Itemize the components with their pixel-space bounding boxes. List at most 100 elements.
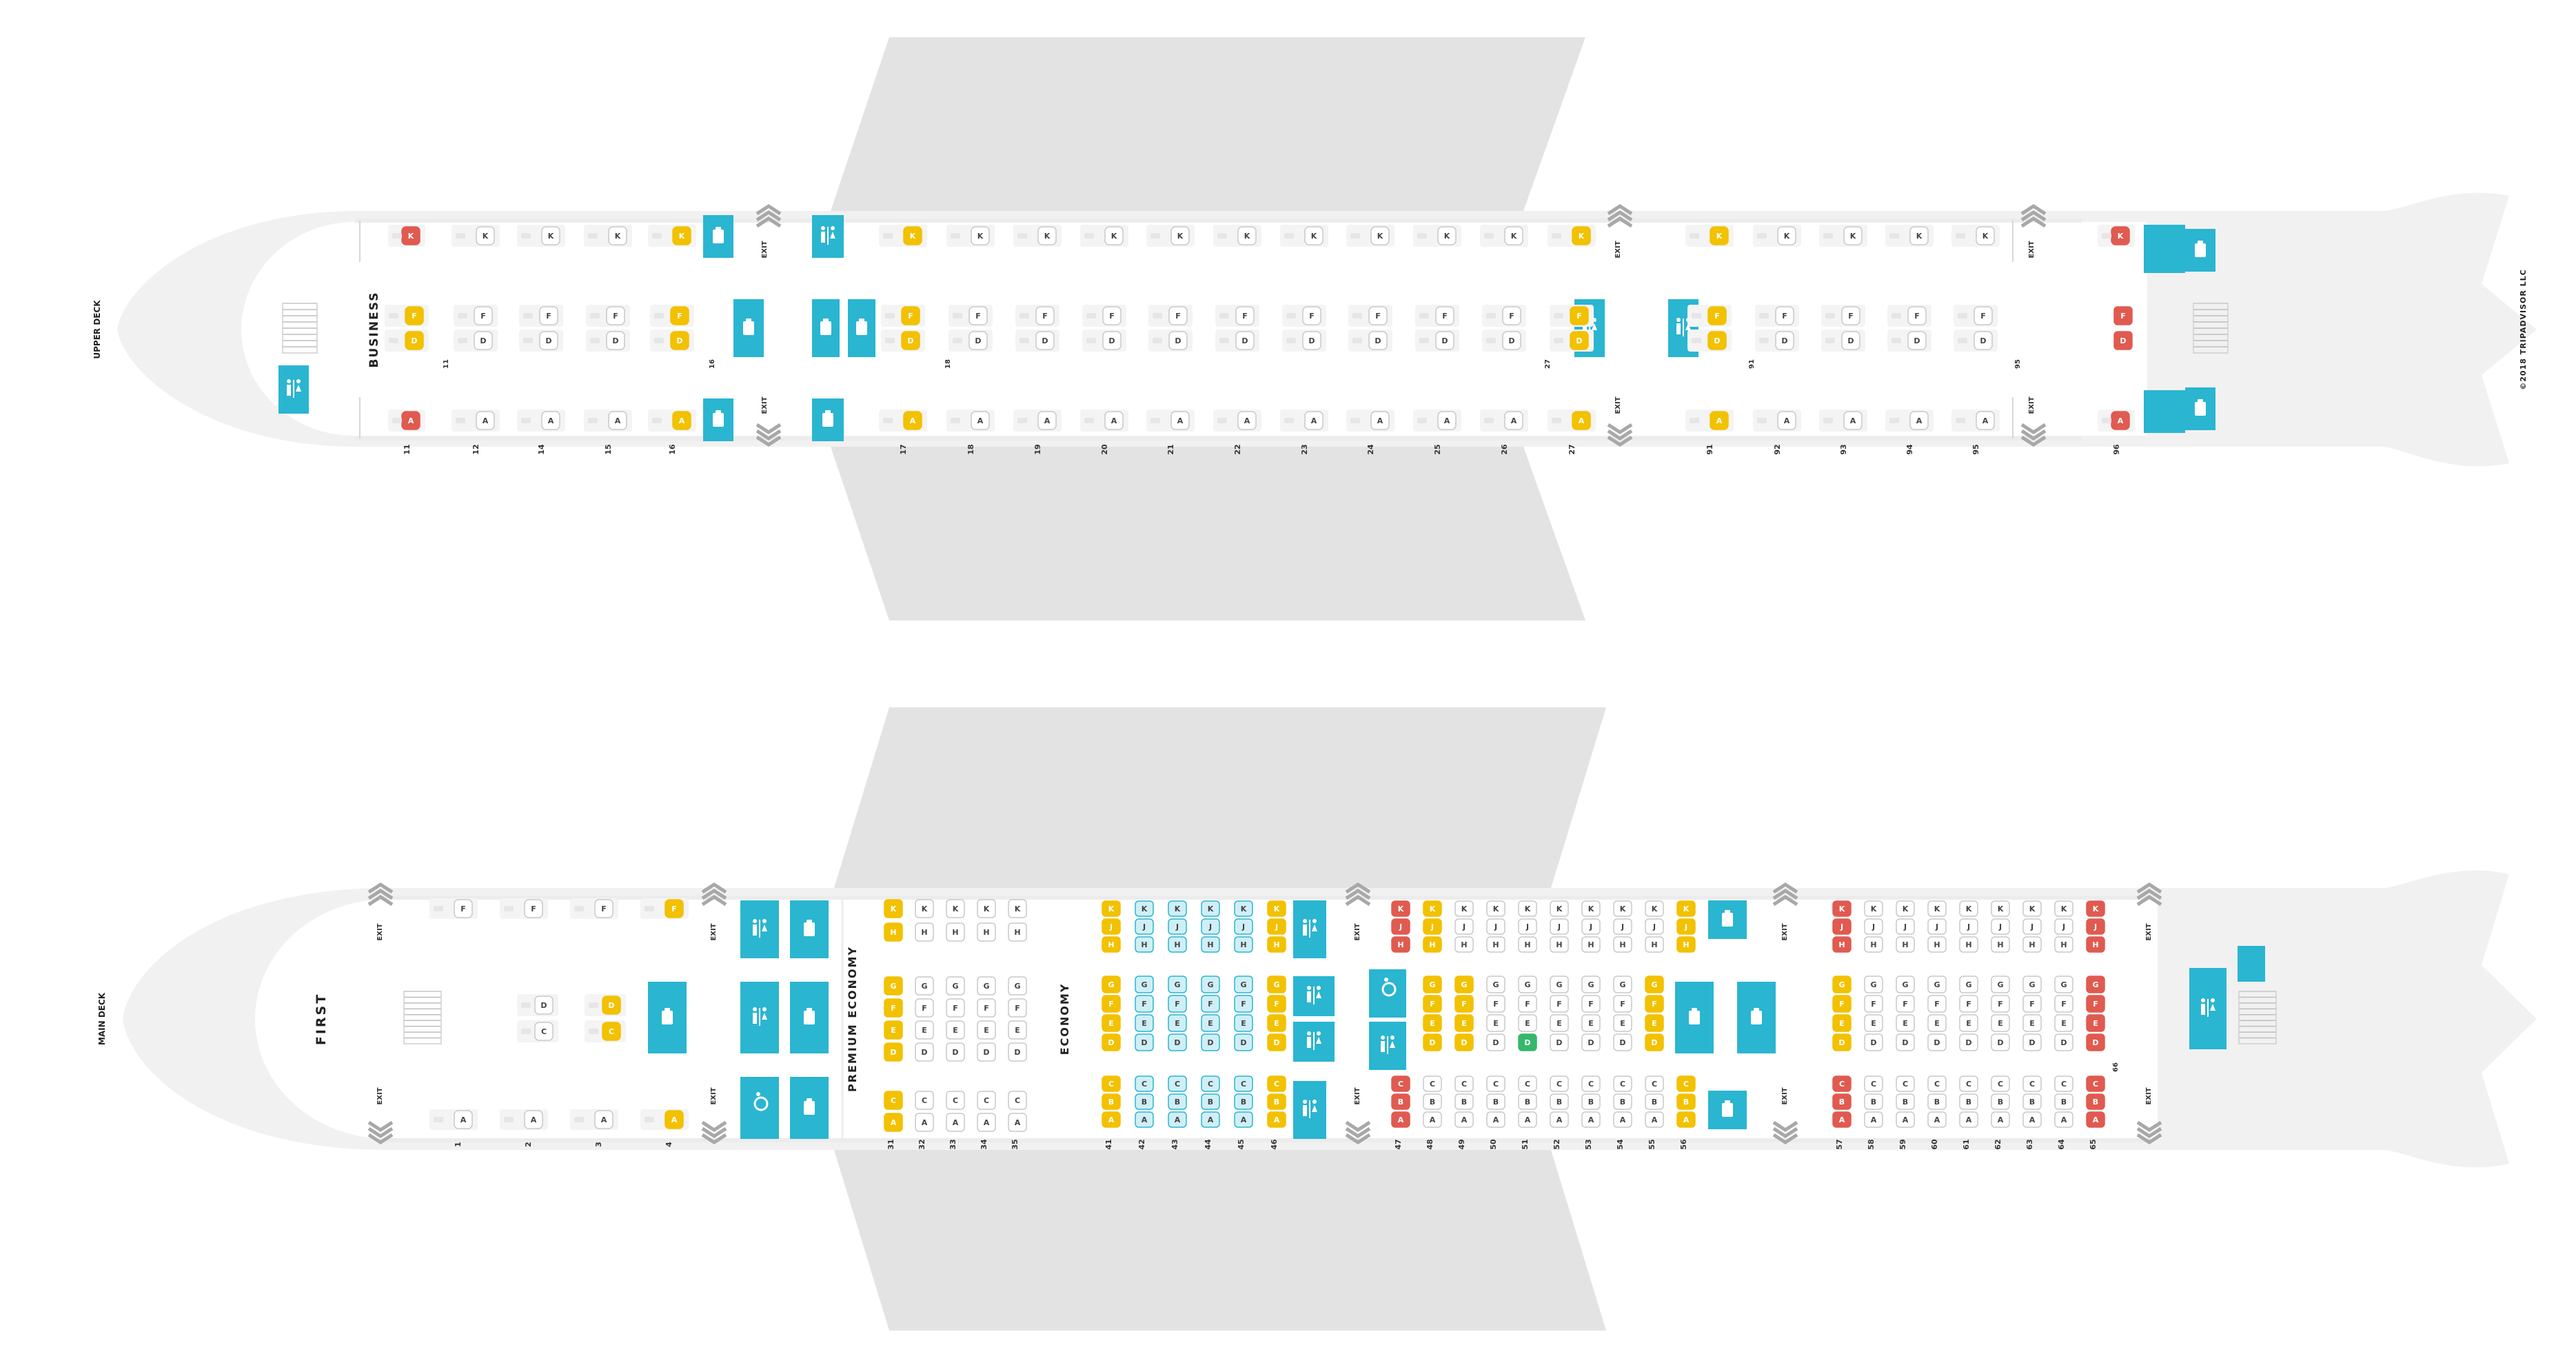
seat-16K-seat [672,226,691,245]
seat-54K-letter: K [1620,905,1626,913]
seat-22F: F [1215,305,1259,327]
seat-48J-letter: J [1430,922,1434,931]
seat-53J-body [1581,918,1601,935]
seat-92D-seat [1775,331,1794,350]
seat-42F: F [1135,995,1154,1013]
seat-94A-letter: A [1916,416,1923,425]
lavatory-icon-divider [1313,1032,1315,1050]
seat-61H-body [1959,936,1978,953]
seat-3F-ottoman [574,906,584,911]
seat-57A-letter: A [1839,1115,1845,1124]
main-lavatory-6 [1293,1081,1326,1139]
seat-45J-body [1234,918,1253,935]
seat-42F-letter: F [1142,1000,1147,1009]
seat-16K-letter: K [679,232,685,241]
seat-44E: E [1201,1014,1220,1032]
seat-51K-letter: K [1525,905,1531,913]
seat-42G-letter: G [1141,980,1147,989]
seat-4F: F [640,898,689,919]
seat-49B-letter: B [1461,1098,1467,1107]
seat-32K-body [915,899,934,918]
seat-23A-letter: A [1311,416,1317,425]
seat-27K-seat [1572,226,1591,245]
seat-20F: F [1082,305,1126,327]
seat-47A-body [1391,1111,1410,1128]
galley-icon-handle [807,1008,812,1011]
seat-26K-seat [1504,226,1523,245]
galley-icon-handle [716,227,721,230]
seat-51E: E [1518,1014,1537,1032]
seat-95A-letter: A [1982,416,1989,425]
seat-41C-letter: C [1108,1080,1114,1089]
seat-23F-seat [1302,306,1321,325]
seat-53H: H [1581,936,1601,953]
seat-23D-ottoman [1286,338,1296,343]
seat-3A-ottoman [574,1117,584,1122]
seat-19A-letter: A [1044,416,1051,425]
seat-43B-body [1168,1093,1187,1110]
seat-14D-letter: D [545,336,551,345]
seat-52F: F [1550,995,1569,1013]
seat-16F-ottoman [654,313,664,319]
exit-chevron-icon [701,1133,727,1144]
lavatory-icon [1303,919,1307,923]
main-row-number-35: 35 [1011,1139,1020,1149]
main-front-wing [834,707,1606,888]
galley-icon [2195,402,2206,416]
seat-56H-body [1676,936,1696,953]
seat-35E-letter: E [1015,1026,1020,1035]
exit-chevron-icon [1772,1133,1798,1144]
seat-15A: A [584,410,632,432]
seat-26K-ottoman [1484,233,1494,239]
seat-42J: J [1135,918,1154,935]
main-exit-chevron-bottom-first-front [367,1120,394,1144]
seat-92K-letter: K [1784,232,1790,241]
seat-48D-body [1423,1033,1442,1051]
lavatory-icon-divider [1309,1100,1310,1118]
seat-62J-body [1991,918,2010,935]
main-lavatory-3 [1293,900,1326,958]
seat-63J-letter: J [2030,922,2034,931]
seat-43C: C [1168,1075,1187,1092]
exit-chevron-icon [367,1120,394,1132]
exit-chevron-icon [2020,423,2047,434]
seat-59D-letter: D [1902,1038,1908,1047]
seat-58F: F [1864,995,1883,1013]
seat-42D-body [1135,1033,1154,1051]
seat-43H-body [1168,936,1187,953]
seat-93K-ottoman [1823,233,1833,239]
seat-17K: K [879,225,927,247]
seat-92F-letter: F [1782,312,1787,321]
main-galley-2 [790,900,829,958]
seat-51G-letter: G [1524,980,1530,989]
seat-15F: F [586,305,630,327]
seat-43D-body [1168,1033,1187,1051]
seat-50F: F [1486,995,1505,1013]
seat-14K-letter: K [548,232,554,241]
main-row-number-66: 66 [2112,1062,2120,1072]
seat-59F: F [1896,995,1915,1013]
seat-53G-body [1581,976,1601,993]
seat-17F-seat [901,306,920,325]
lavatory-icon-divider [2207,999,2209,1017]
seat-92K: K [1753,225,1801,247]
exit-chevron-icon [1772,1126,1798,1138]
seat-59G-letter: G [1902,980,1908,989]
seat-95K-letter: K [1982,232,1989,241]
seat-60K: K [1927,900,1947,917]
seat-44G: G [1201,976,1220,993]
seat-56H: H [1676,936,1696,953]
seat-27K: K [1548,225,1596,247]
exit-chevron-icon [1345,1133,1371,1144]
seat-61B: B [1959,1093,1978,1110]
seat-52D-body [1550,1033,1569,1051]
seat-52K: K [1550,900,1569,917]
seat-63B: B [2022,1093,2042,1110]
seat-27F-seat [1570,306,1589,325]
upper-row-number-27: 27 [1568,444,1576,454]
seat-95D: D [1954,330,1998,352]
seat-45J: J [1234,918,1253,935]
seat-50H-letter: H [1492,940,1499,949]
seat-59E: E [1896,1014,1915,1032]
exit-chevron-icon [2020,435,2047,447]
